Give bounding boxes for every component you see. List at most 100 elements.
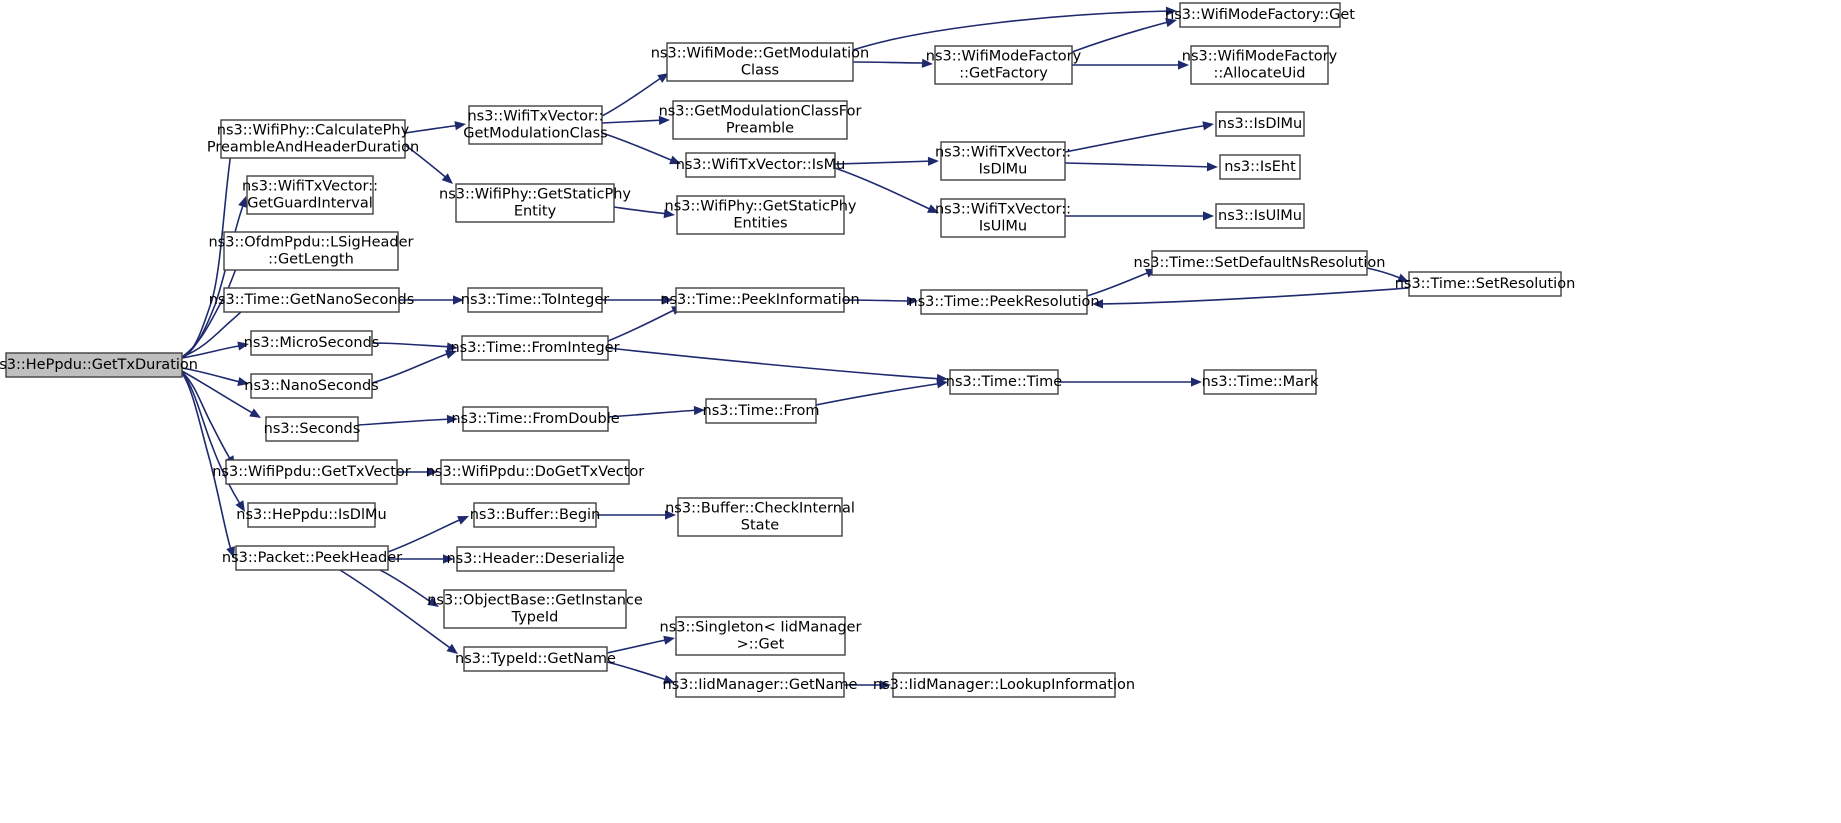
call-graph-node-bufferbegin[interactable]: ns3::Buffer::Begin	[470, 502, 601, 528]
node-box[interactable]	[247, 502, 376, 528]
call-edge	[387, 554, 454, 564]
node-box[interactable]	[1203, 369, 1317, 395]
call-graph-node-iseht[interactable]: ns3::IsEht	[1219, 154, 1301, 180]
node-box[interactable]	[1219, 154, 1301, 180]
node-box[interactable]	[225, 459, 398, 485]
edge-arrowhead	[1202, 121, 1214, 131]
node-box[interactable]	[676, 195, 845, 235]
call-graph-node-txvecisdlmu[interactable]: ns3::WifiTxVector::IsDlMu	[935, 141, 1071, 181]
node-box[interactable]	[473, 502, 597, 528]
node-label: ns3::OfdmPpdu::LSigHeader	[208, 235, 413, 251]
node-box[interactable]	[675, 672, 845, 698]
call-graph-node-wifimodegetmodclass[interactable]: ns3::WifiMode::GetModulationClass	[651, 42, 870, 82]
call-edge	[815, 379, 948, 406]
call-graph-node-singletonget[interactable]: ns3::Singleton< IidManager>::Get	[660, 616, 862, 656]
node-box[interactable]	[920, 289, 1088, 315]
node-box[interactable]	[440, 459, 630, 485]
call-graph-node-iidgetname[interactable]: ns3::IidManager::GetName	[663, 672, 858, 698]
node-box[interactable]	[223, 287, 400, 313]
call-graph-node-dogettxvector[interactable]: ns3::WifiPpdu::DoGetTxVector	[426, 459, 645, 485]
call-graph-node-peekresolution[interactable]: ns3::Time::PeekResolution	[908, 289, 1100, 315]
node-box[interactable]	[685, 152, 836, 178]
call-graph-node-nanoseconds[interactable]: ns3::NanoSeconds	[244, 373, 379, 399]
call-graph-node-fromdouble[interactable]: ns3::Time::FromDouble	[451, 406, 620, 432]
node-box[interactable]	[5, 352, 183, 378]
call-graph-node-typeidgetname[interactable]: ns3::TypeId::GetName	[455, 646, 616, 672]
node-box[interactable]	[672, 100, 848, 140]
call-graph-node-setresolution[interactable]: ns3::Time::SetResolution	[1395, 271, 1576, 297]
call-graph-node-iidlookupinfo[interactable]: ns3::IidManager::LookupInformation	[873, 672, 1135, 698]
call-graph-node-tointeger[interactable]: ns3::Time::ToInteger	[461, 287, 609, 313]
node-box[interactable]	[666, 42, 854, 82]
node-box[interactable]	[246, 175, 374, 215]
node-label: ns3::Time::From	[703, 403, 820, 419]
node-box[interactable]	[456, 546, 615, 572]
node-box[interactable]	[265, 416, 359, 442]
node-box[interactable]	[468, 105, 603, 145]
node-box[interactable]	[250, 330, 373, 356]
node-box[interactable]	[1408, 271, 1562, 297]
edge-line	[1071, 20, 1173, 53]
call-graph-node-wifimodefactoryget[interactable]: ns3::WifiModeFactory::Get	[1165, 2, 1355, 28]
node-box[interactable]	[462, 406, 609, 432]
node-box[interactable]	[461, 335, 609, 361]
call-graph-node-headerdeserialize[interactable]: ns3::Header::Deserialize	[446, 546, 625, 572]
node-box[interactable]	[467, 287, 603, 313]
edge-line	[601, 119, 666, 124]
call-graph-node-peekheader[interactable]: ns3::Packet::PeekHeader	[222, 545, 402, 571]
call-graph-node-root[interactable]: ns3::HePpdu::GetTxDuration	[0, 352, 198, 378]
call-graph-node-gettxvector[interactable]: ns3::WifiPpdu::GetTxVector	[212, 459, 411, 485]
node-box[interactable]	[1215, 203, 1305, 229]
call-graph-node-calcphy[interactable]: ns3::WifiPhy::CalculatePhyPreambleAndHea…	[207, 119, 419, 159]
call-graph-node-timemark[interactable]: ns3::Time::Mark	[1202, 369, 1319, 395]
node-box[interactable]	[675, 616, 846, 656]
node-box[interactable]	[463, 646, 608, 672]
node-box[interactable]	[235, 545, 389, 571]
call-edge	[371, 342, 458, 352]
node-box[interactable]	[705, 398, 817, 424]
node-box[interactable]	[934, 45, 1073, 85]
edge-line	[1086, 270, 1153, 297]
call-graph-node-setdefaultnsres[interactable]: ns3::Time::SetDefaultNsResolution	[1134, 250, 1386, 276]
node-box[interactable]	[677, 497, 843, 537]
call-graph-node-timetime[interactable]: ns3::Time::Time	[946, 369, 1063, 395]
node-box[interactable]	[223, 231, 399, 271]
call-graph-node-wifimodefactorygetf[interactable]: ns3::WifiModeFactory::GetFactory	[926, 45, 1082, 85]
node-box[interactable]	[892, 672, 1116, 698]
call-graph-node-getnanoseconds[interactable]: ns3::Time::GetNanoSeconds	[209, 287, 415, 313]
call-graph-node-isdlmu[interactable]: ns3::IsDlMu	[1215, 111, 1305, 137]
edge-line	[852, 10, 1173, 51]
call-graph-node-frominteger[interactable]: ns3::Time::FromInteger	[450, 335, 620, 361]
node-box[interactable]	[1190, 45, 1329, 85]
node-box[interactable]	[1151, 250, 1368, 276]
edge-arrowhead	[249, 408, 261, 418]
call-graph-node-allocateuid[interactable]: ns3::WifiModeFactory::AllocateUid	[1182, 45, 1338, 85]
call-graph-node-timefrom[interactable]: ns3::Time::From	[703, 398, 820, 424]
call-graph-node-seconds[interactable]: ns3::Seconds	[264, 416, 361, 442]
call-graph-node-guardinterval[interactable]: ns3::WifiTxVector::GetGuardInterval	[242, 175, 378, 215]
node-box[interactable]	[940, 198, 1066, 238]
call-graph-node-txvecisulmu[interactable]: ns3::WifiTxVector::IsUlMu	[935, 198, 1071, 238]
node-box[interactable]	[443, 589, 627, 629]
node-box[interactable]	[675, 287, 845, 313]
edge-line	[613, 206, 671, 215]
node-box[interactable]	[1179, 2, 1341, 28]
call-graph-node-txvecgetmodclass[interactable]: ns3::WifiTxVector::GetModulationClass	[463, 105, 608, 145]
node-box[interactable]	[250, 373, 373, 399]
call-graph-node-peekinformation[interactable]: ns3::Time::PeekInformation	[660, 287, 860, 313]
node-box[interactable]	[949, 369, 1059, 395]
call-graph-node-isulmu[interactable]: ns3::IsUlMu	[1215, 203, 1305, 229]
node-box[interactable]	[940, 141, 1066, 181]
node-box[interactable]	[1215, 111, 1305, 137]
call-graph-node-txvecismu[interactable]: ns3::WifiTxVector::IsMu	[676, 152, 846, 178]
call-graph-node-lsiglength[interactable]: ns3::OfdmPpdu::LSigHeader::GetLength	[208, 231, 414, 271]
node-box[interactable]	[455, 183, 615, 223]
node-box[interactable]	[220, 119, 406, 159]
call-graph-node-microseconds[interactable]: ns3::MicroSeconds	[244, 330, 380, 356]
call-graph-node-heppduisdlmu[interactable]: ns3::HePpdu::IsDlMu	[236, 502, 387, 528]
